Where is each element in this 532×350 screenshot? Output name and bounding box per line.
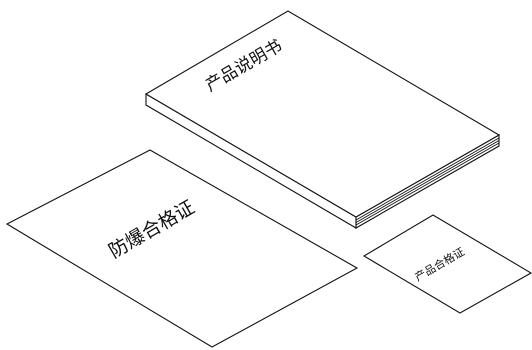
manual-page-edges (355, 137, 500, 226)
product-manual-booklet: 产品说明书 (144, 10, 501, 229)
explosion-proof-certificate-sheet: 防爆合格证 (5, 149, 359, 348)
product-certificate-outline (362, 214, 532, 314)
manual-cover (144, 10, 501, 218)
product-certificate-card: 产品合格证 (362, 214, 532, 314)
explosion-proof-certificate-outline (5, 149, 359, 348)
